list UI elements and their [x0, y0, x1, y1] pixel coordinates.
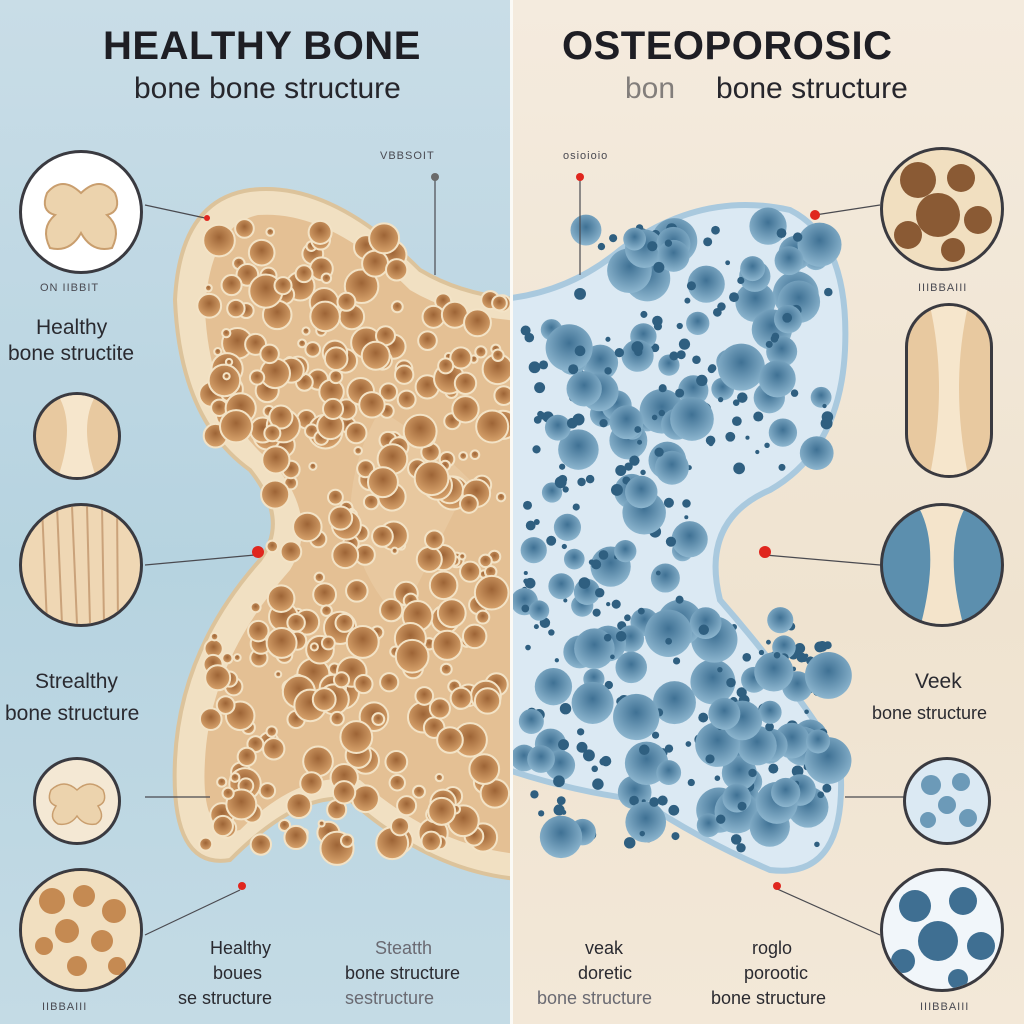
healthy-subtitle: bone bone structure — [134, 72, 401, 105]
healthy-title: HEALTHY BONE — [103, 24, 421, 68]
healthy-label-1-line2: bone structite — [8, 342, 135, 365]
healthy-bottom-caption: IIBBAIII — [42, 1001, 88, 1013]
osteo-label-1-line2: bone structure — [872, 703, 988, 723]
osteo-bottom-a-1: veak — [585, 938, 624, 958]
healthy-label-2-line2: bone structure — [5, 702, 140, 725]
healthy-longbone-thumb — [33, 392, 121, 480]
healthy-label-1-line1: Healthy — [36, 316, 108, 339]
healthy-bottom-b-2: bone structure — [345, 963, 461, 983]
osteo-bottom-b-1: roglo — [752, 938, 793, 958]
osteo-bottom-caption: IIIBBAIII — [920, 1001, 970, 1013]
healthy-vertebra-thumb — [19, 150, 143, 274]
healthy-bottom-b-1: Steatth — [375, 938, 433, 958]
healthy-trabecular-thumb — [19, 868, 143, 992]
healthy-joint-thumb — [33, 757, 121, 845]
healthy-bottom-a-2: boues — [213, 963, 263, 983]
osteo-joint-thumb — [903, 757, 991, 845]
osteo-bottom-b-3: bone structure — [711, 988, 827, 1008]
osteo-femur-thumb — [880, 503, 1004, 627]
osteo-bottom-b-2: porootic — [744, 963, 809, 983]
healthy-top-marker: VBBSOIT — [380, 150, 435, 162]
healthy-label-2-line1: Strealthy — [35, 670, 118, 693]
healthy-pores — [196, 218, 510, 866]
osteo-bottom-a-3: bone structure — [537, 988, 653, 1008]
osteo-longbone-thumb — [905, 303, 993, 478]
leader-lines — [144, 180, 905, 936]
osteo-trabecular-thumb — [880, 868, 1004, 992]
osteo-caption-small: IIIBBAIII — [918, 282, 968, 294]
osteo-label-1-line1: Veek — [915, 670, 962, 693]
healthy-bottom-a-3: se structure — [178, 988, 273, 1008]
healthy-bottom-a-1: Healthy — [210, 938, 272, 958]
osteo-title: OSTEOPOROSIC — [562, 24, 893, 68]
osteo-top-marker: osioioio — [563, 150, 609, 162]
osteo-subtitle: bone structure — [716, 72, 908, 105]
panel-divider — [510, 0, 513, 1024]
healthy-bottom-b-3: sestructure — [345, 988, 435, 1008]
osteo-pores — [513, 207, 852, 859]
osteo-porous-thumb — [880, 147, 1004, 271]
healthy-caption-small: ON IIBBIT — [40, 282, 100, 294]
marker-dots — [204, 173, 820, 890]
osteo-subtitle-faded: bon — [625, 72, 676, 105]
osteo-bottom-a-2: doretic — [578, 963, 633, 983]
healthy-cortex-thumb — [19, 503, 143, 627]
